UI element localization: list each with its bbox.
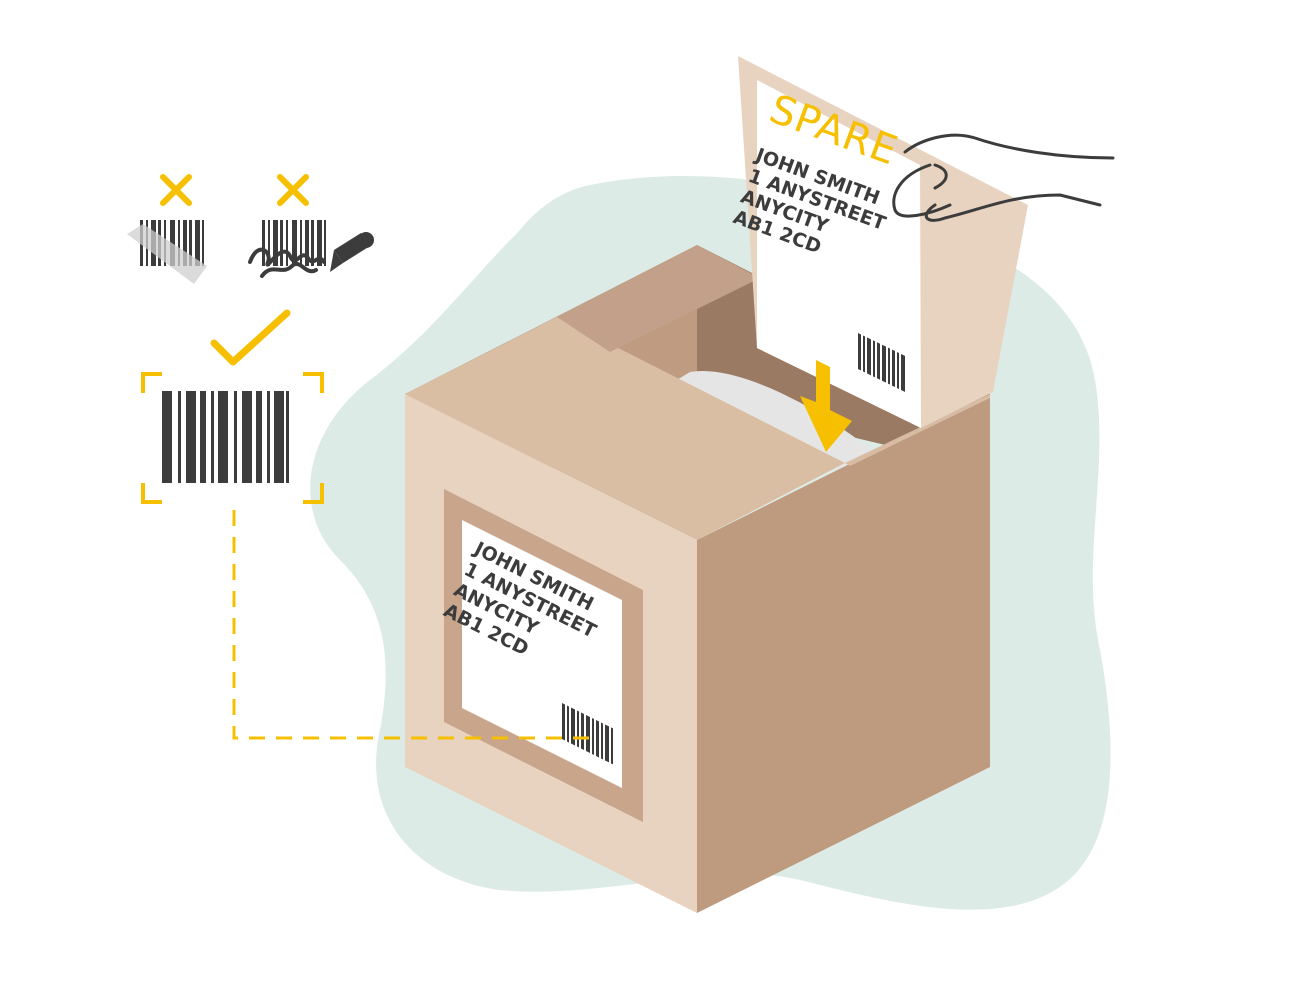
barcode-bar (601, 722, 603, 760)
barcode-bar (562, 703, 565, 741)
barcode-bar (218, 391, 228, 483)
barcode-bar (897, 352, 899, 389)
cross-icon (277, 174, 309, 206)
barcode-bar (178, 220, 180, 266)
scan-frame (141, 372, 324, 504)
barcode-bar (267, 391, 270, 483)
barcode-bar (317, 220, 322, 266)
insert-arrow-icon (800, 360, 852, 452)
marker-pen-icon (330, 232, 374, 272)
barcode-bar (305, 220, 309, 266)
barcode-bar (873, 340, 875, 378)
barcode-bar (324, 220, 326, 266)
barcode-bar (286, 391, 289, 483)
box-back-flap (557, 245, 760, 352)
barcode-bar (867, 337, 871, 376)
bad-example-taped (127, 174, 207, 284)
barcode-bar (882, 344, 886, 383)
tape-strip (127, 224, 207, 284)
barcode-bar (286, 220, 288, 266)
barcode-bar (189, 220, 192, 266)
barcode-bar (183, 220, 187, 266)
barcode-bar (586, 714, 590, 753)
box-right-flap (845, 394, 990, 466)
barcode-bar (274, 391, 284, 483)
check-icon (210, 309, 291, 366)
barcode-bar (567, 705, 569, 743)
barcode-bar (280, 220, 283, 266)
barcode-bar (311, 220, 314, 266)
hand-icon (892, 133, 1115, 222)
bad-example-scribbled (248, 174, 374, 278)
barcode-bar (901, 353, 905, 392)
box-label-barcode (562, 703, 613, 765)
spare-label-sheet (757, 80, 921, 428)
barcode-bar (268, 220, 270, 266)
barcode-bar (577, 710, 579, 748)
barcode-bar (242, 391, 252, 483)
cross-icon (160, 174, 192, 206)
barcode-bar (186, 391, 196, 483)
barcode-bar (178, 391, 181, 483)
box-right-face (697, 394, 990, 913)
barcode-bar (888, 347, 890, 385)
barcode-bar (202, 220, 204, 266)
barcode-bar (863, 335, 865, 373)
barcode-bar (611, 727, 613, 765)
barcode-bar (605, 724, 609, 763)
barcode-bar (170, 220, 175, 266)
barcode-bar (300, 220, 302, 266)
scribble (248, 247, 326, 278)
barcode-bar (195, 220, 200, 266)
barcode-clean (162, 391, 289, 483)
good-example (141, 309, 590, 740)
barcode-bar (596, 719, 599, 758)
barcode-scribbled (262, 220, 326, 266)
barcode-bar (581, 712, 584, 750)
barcode-bar (273, 220, 278, 266)
barcode-bar (592, 717, 594, 755)
barcode-bar (234, 391, 237, 483)
barcode-bar (162, 391, 172, 483)
barcode-bar (892, 349, 895, 388)
barcode-bar (200, 391, 206, 483)
barcode-bar (877, 342, 880, 380)
dashed-connector (232, 510, 590, 740)
spare-label-group: SPARE JOHN SMITH 1 ANYSTREET ANYCITY AB1… (730, 56, 1115, 452)
barcode-bar (211, 391, 214, 483)
barcode-bar (262, 220, 265, 266)
barcode-bar (571, 707, 575, 746)
barcode-bar (292, 220, 297, 266)
barcode-bar (858, 333, 861, 371)
barcode-bar (256, 391, 262, 483)
box-top-front-flap (405, 317, 845, 540)
spare-label-barcode (858, 333, 905, 392)
